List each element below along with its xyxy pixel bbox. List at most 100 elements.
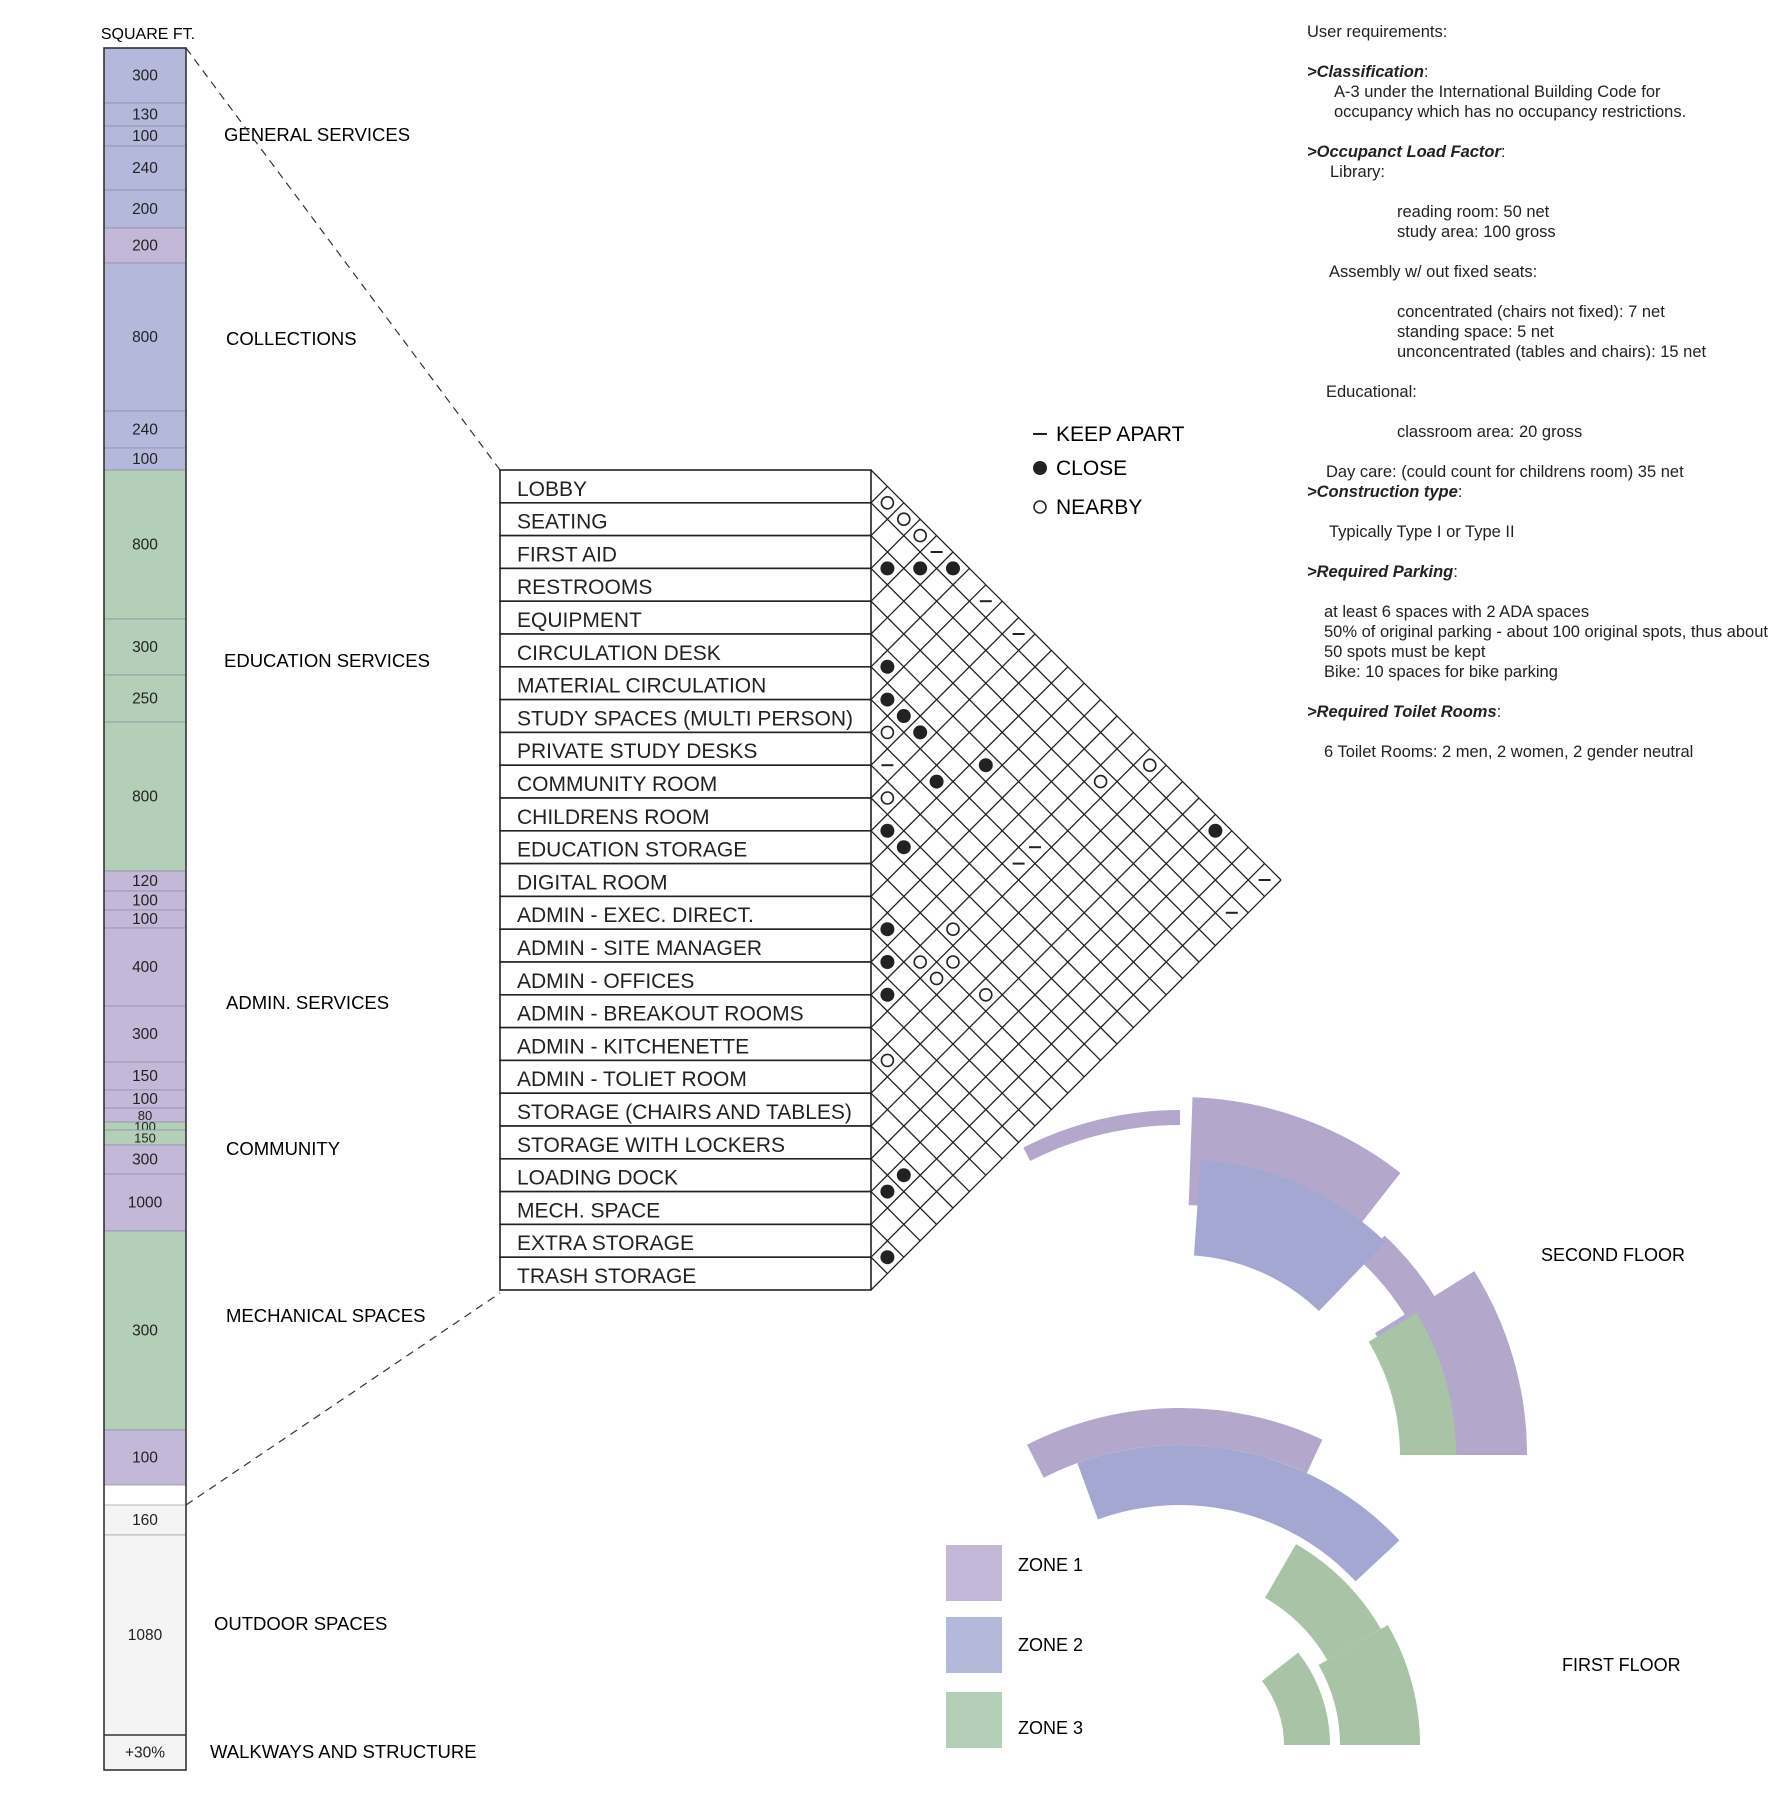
area-block-value: 1000 bbox=[128, 1195, 163, 1212]
toilet-heading: >Required Toilet Rooms: bbox=[1307, 703, 1502, 721]
area-block-value: 100 bbox=[132, 128, 158, 145]
room-label: ADMIN - BREAKOUT ROOMS bbox=[517, 1003, 804, 1026]
second-floor-label: SECOND FLOOR bbox=[1541, 1245, 1685, 1265]
area-block-value: 800 bbox=[132, 789, 158, 806]
parking-heading: >Required Parking: bbox=[1307, 563, 1458, 581]
room-row bbox=[499, 698, 872, 734]
area-block bbox=[103, 1230, 187, 1431]
room-label: ADMIN - SITE MANAGER bbox=[517, 937, 762, 960]
parking-item-4: Bike: 10 spaces for bike parking bbox=[1324, 663, 1558, 681]
close-icon bbox=[1033, 461, 1047, 475]
connector-bottom bbox=[185, 1292, 501, 1506]
group-label-walkways: WALKWAYS AND STRUCTURE bbox=[210, 1741, 477, 1762]
room-label: ADMIN - OFFICES bbox=[517, 970, 694, 993]
room-row bbox=[499, 1223, 872, 1259]
classification-line-2: occupancy which has no occupancy restric… bbox=[1334, 103, 1687, 121]
group-label-education-services: EDUCATION SERVICES bbox=[224, 650, 430, 671]
room-label: EDUCATION STORAGE bbox=[517, 839, 747, 862]
room-label: STORAGE WITH LOCKERS bbox=[517, 1134, 785, 1157]
construction-text: Typically Type I or Type II bbox=[1329, 523, 1515, 541]
close-mark bbox=[913, 561, 928, 576]
close-mark bbox=[880, 823, 895, 838]
area-column-header: SQUARE FT. bbox=[101, 26, 195, 43]
zone-3-area bbox=[1261, 1652, 1330, 1745]
area-block bbox=[103, 227, 187, 264]
zone-3-swatch bbox=[946, 1692, 1002, 1748]
user-requirements: User requirements: >Classification: A-3 … bbox=[1307, 22, 1787, 762]
classification-heading: >Classification: bbox=[1307, 63, 1429, 81]
zone-2-swatch bbox=[946, 1617, 1002, 1673]
room-label: LOBBY bbox=[517, 478, 587, 501]
area-block-value: +30% bbox=[125, 1745, 165, 1762]
nearby-mark bbox=[896, 512, 911, 527]
nearby-mark bbox=[913, 955, 928, 969]
room-row bbox=[499, 469, 872, 504]
assembly-item-2: standing space: 5 net bbox=[1397, 323, 1554, 341]
room-label: PRIVATE STUDY DESKS bbox=[517, 740, 757, 763]
room-row bbox=[499, 829, 872, 865]
matrix-marks bbox=[880, 495, 1271, 1265]
close-mark bbox=[880, 1184, 895, 1199]
legend-close: CLOSE bbox=[1056, 457, 1127, 480]
area-block-value: 200 bbox=[132, 201, 158, 218]
area-block-value: 300 bbox=[132, 68, 158, 85]
room-row bbox=[499, 764, 872, 799]
close-mark bbox=[896, 840, 911, 855]
zone-1-area bbox=[1027, 1408, 1323, 1478]
requirements-title: User requirements: bbox=[1307, 23, 1448, 41]
library-item-1: reading room: 50 net bbox=[1397, 203, 1550, 221]
room-label: FIRST AID bbox=[517, 543, 617, 566]
nearby-icon bbox=[1033, 500, 1047, 514]
construction-heading: >Construction type: bbox=[1307, 483, 1463, 501]
nearby-mark bbox=[880, 725, 895, 740]
area-block-value: 400 bbox=[132, 959, 158, 976]
area-block bbox=[103, 1429, 187, 1486]
area-block-value: 120 bbox=[132, 873, 158, 890]
room-row bbox=[499, 1158, 872, 1193]
close-mark bbox=[896, 709, 911, 723]
nearby-mark bbox=[946, 955, 960, 969]
parking-item-1: at least 6 spaces with 2 ADA spaces bbox=[1324, 603, 1590, 621]
area-block-value: 150 bbox=[134, 1131, 156, 1146]
zone-2-area bbox=[1077, 1445, 1400, 1582]
room-label: DIGITAL ROOM bbox=[517, 871, 668, 894]
area-block-value: 800 bbox=[132, 329, 158, 346]
area-block bbox=[103, 721, 187, 872]
room-label: ADMIN - KITCHENETTE bbox=[517, 1035, 749, 1058]
zone-2-area bbox=[1193, 1159, 1386, 1312]
classification-line-1: A-3 under the International Building Cod… bbox=[1334, 83, 1661, 101]
room-label: COMMUNITY ROOM bbox=[517, 773, 717, 796]
area-block bbox=[103, 1061, 187, 1091]
area-block-value: 1080 bbox=[128, 1627, 163, 1644]
assembly-label: Assembly w/ out fixed seats: bbox=[1329, 263, 1538, 281]
zone-2-label: ZONE 2 bbox=[1018, 1635, 1083, 1655]
room-label: STUDY SPACES (MULTI PERSON) bbox=[517, 707, 853, 730]
parking-item-3: 50 spots must be kept bbox=[1324, 643, 1486, 661]
matrix-grid bbox=[870, 469, 1282, 1291]
room-label: MECH. SPACE bbox=[517, 1199, 660, 1222]
area-block-value: 200 bbox=[132, 238, 158, 255]
area-block-value: 130 bbox=[132, 107, 158, 124]
close-mark bbox=[1208, 823, 1223, 838]
close-mark bbox=[946, 561, 960, 576]
parking-item-2: 50% of original parking - about 100 orig… bbox=[1324, 623, 1768, 641]
area-block-value: 80 bbox=[138, 1108, 152, 1123]
room-row bbox=[499, 1059, 872, 1095]
group-label-outdoor-spaces: OUTDOOR SPACES bbox=[214, 1613, 387, 1634]
close-mark bbox=[880, 659, 895, 674]
area-block-value: 300 bbox=[132, 639, 158, 656]
room-label: RESTROOMS bbox=[517, 576, 652, 599]
room-row bbox=[499, 961, 872, 996]
area-block-value: 100 bbox=[132, 893, 158, 910]
close-mark bbox=[880, 987, 895, 1002]
assembly-item-3: unconcentrated (tables and chairs): 15 n… bbox=[1397, 343, 1707, 361]
room-label: CHILDRENS ROOM bbox=[517, 806, 710, 829]
toilet-text: 6 Toilet Rooms: 2 men, 2 women, 2 gender… bbox=[1324, 743, 1694, 761]
close-mark bbox=[896, 1168, 911, 1183]
educational-label: Educational: bbox=[1326, 383, 1417, 401]
close-mark bbox=[880, 692, 895, 707]
room-label: MATERIAL CIRCULATION bbox=[517, 675, 766, 698]
room-row bbox=[499, 895, 872, 931]
room-row bbox=[499, 600, 872, 635]
